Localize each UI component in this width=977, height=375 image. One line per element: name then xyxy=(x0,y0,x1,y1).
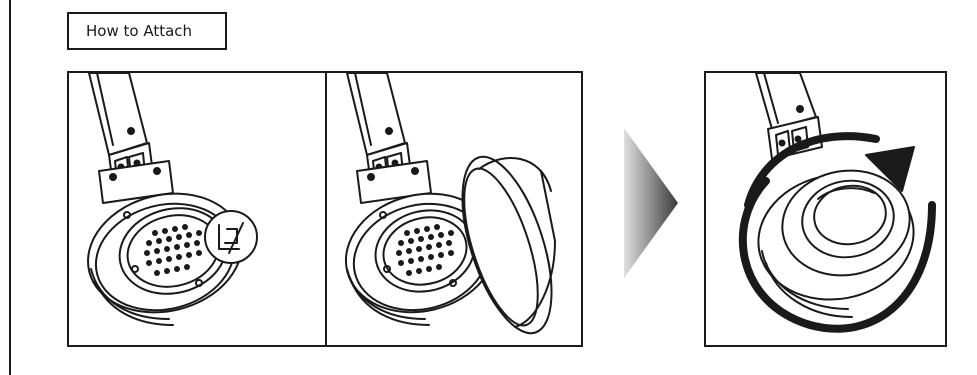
earpad-rotate-clockwise-icon xyxy=(706,73,945,345)
step-panel-rotate xyxy=(704,71,947,347)
next-step-arrow-icon xyxy=(622,128,680,278)
step-panel-detached xyxy=(325,71,583,347)
headphone-earcup-attached-icon xyxy=(69,73,325,345)
section-title: How to Attach xyxy=(67,12,227,50)
page-left-rule xyxy=(9,0,11,375)
next-step-arrow xyxy=(622,128,680,278)
section-title-label: How to Attach xyxy=(86,22,192,40)
step-panel-attached xyxy=(67,71,327,347)
headphone-earpad-detached-icon xyxy=(327,73,581,345)
